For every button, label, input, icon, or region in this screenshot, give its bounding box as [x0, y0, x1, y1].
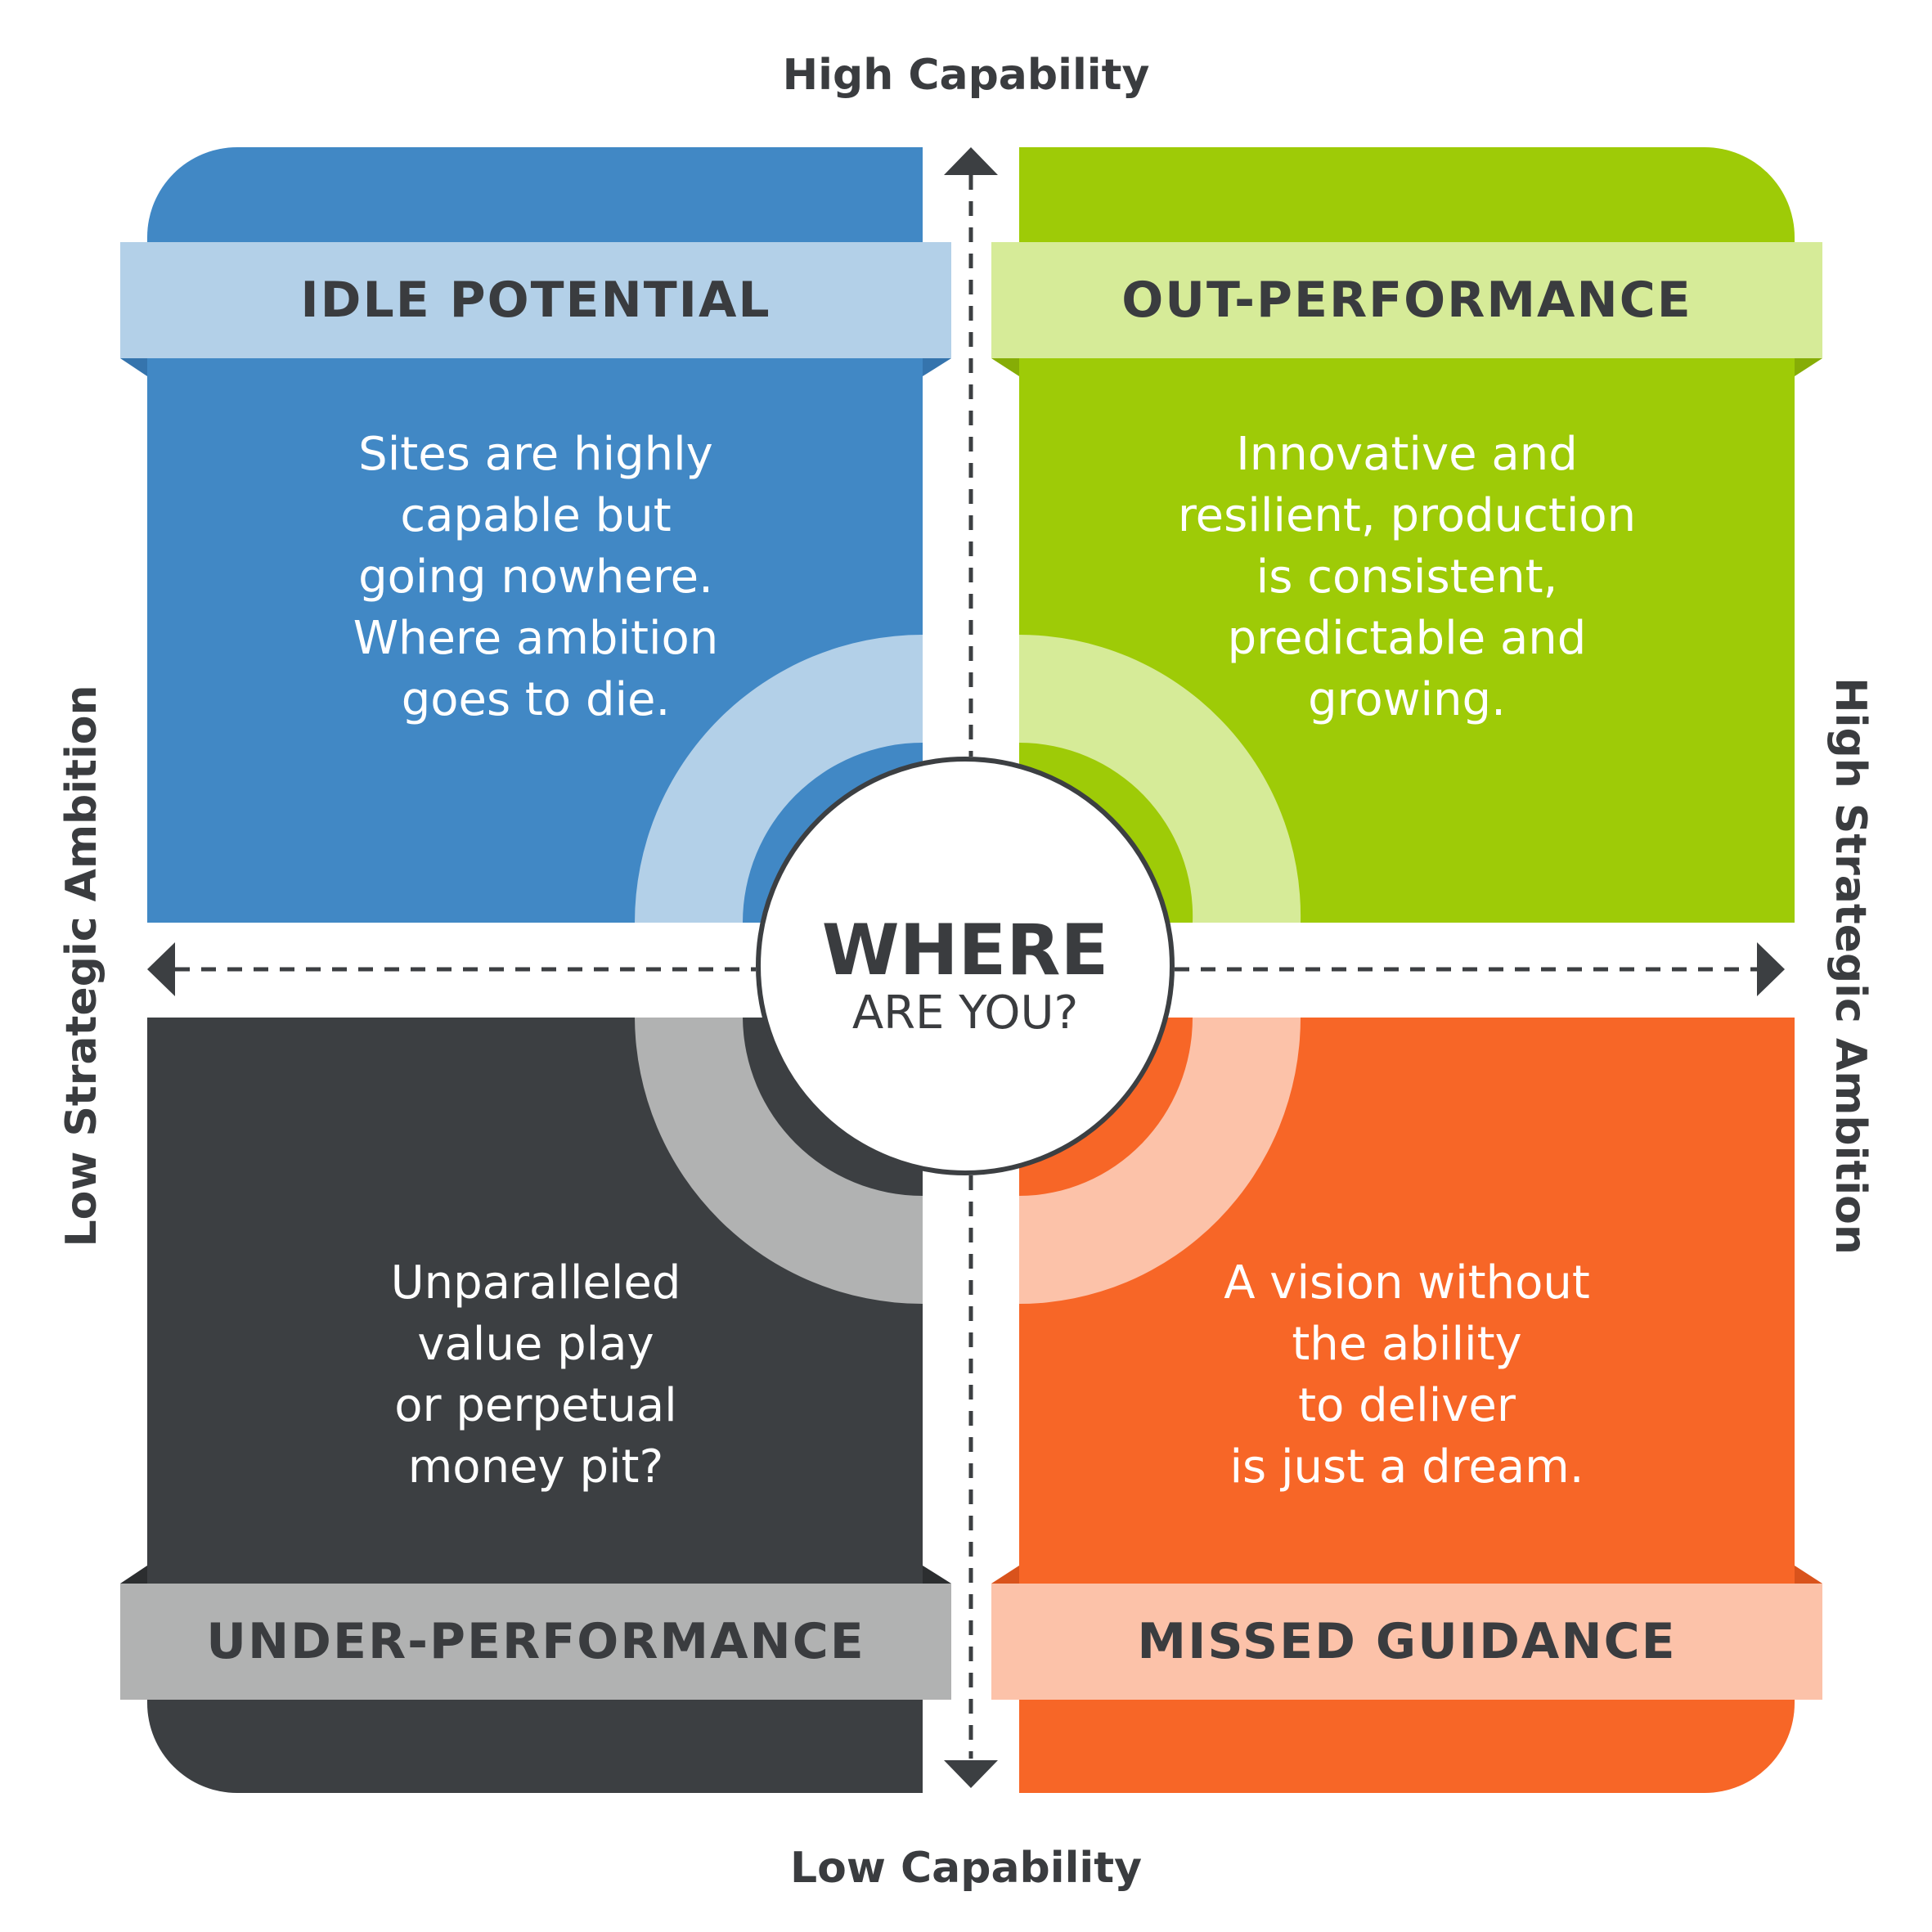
description-line: the ability [1292, 1318, 1522, 1371]
ring-segment-bottom-left [635, 1018, 923, 1304]
ring-segment-top-right [1019, 635, 1301, 923]
arrow-right-icon [1757, 942, 1785, 996]
title-idle-potential: IDLE POTENTIAL [120, 242, 951, 358]
center-subtitle: ARE YOU? [851, 986, 1079, 1040]
description-line: money pit? [407, 1440, 664, 1494]
axis-label-low-strategic-ambition: Low Strategic Ambition [57, 685, 106, 1247]
ribbon-fold-br-left [991, 1566, 1019, 1584]
axis-label-high-strategic-ambition: High Strategic Ambition [1826, 677, 1875, 1255]
description-line: A vision without [1224, 1256, 1590, 1310]
title-under-performance: UNDER-PERFORMANCE [120, 1584, 951, 1700]
description-line: Where ambition [353, 612, 719, 665]
arrow-up-icon [944, 147, 998, 175]
center-circle [756, 757, 1175, 1175]
ribbon-fold-tl-left [120, 358, 147, 376]
ring-segment-top-left [635, 635, 923, 923]
arrow-down-icon [944, 1760, 998, 1788]
ribbon-fold-bl-right [923, 1566, 951, 1584]
description-line: goes to die. [401, 673, 671, 726]
ribbon-fold-tr-right [1795, 358, 1822, 376]
description-line: capable but [400, 489, 672, 542]
title-out-performance: OUT-PERFORMANCE [991, 242, 1822, 358]
axis-label-high-capability: High Capability [782, 51, 1150, 100]
ribbon-fold-tl-right [923, 358, 951, 376]
description-line: Sites are highly [358, 428, 713, 481]
description-line: resilient, production [1177, 489, 1637, 542]
ring-segment-bottom-right [1019, 1018, 1301, 1304]
ribbon-fold-bl-left [120, 1566, 147, 1584]
ribbon-fold-tr-left [991, 358, 1019, 376]
description-line: or perpetual [394, 1379, 677, 1432]
description-line: going nowhere. [358, 550, 713, 604]
description-line: is consistent, [1256, 550, 1558, 604]
description-line: to deliver [1298, 1379, 1516, 1432]
description-line: Unparalleled [390, 1256, 681, 1310]
center-title: WHERE [821, 910, 1109, 991]
description-line: value play [417, 1318, 654, 1371]
description-line: predictable and [1227, 612, 1587, 665]
description-missed-guidance: A vision without the ability to deliver … [1153, 1252, 1660, 1498]
axis-label-low-capability: Low Capability [789, 1844, 1142, 1893]
arrow-left-icon [147, 942, 175, 996]
title-missed-guidance: MISSED GUIDANCE [991, 1584, 1822, 1700]
description-line: is just a dream. [1229, 1440, 1584, 1494]
description-idle-potential: Sites are highly capable but going nowhe… [282, 424, 789, 730]
description-out-performance: Innovative and resilient, production is … [1153, 424, 1660, 730]
description-line: growing. [1308, 673, 1506, 726]
description-under-performance: Unparalleled value play or perpetual mon… [282, 1252, 789, 1498]
ribbon-fold-br-right [1795, 1566, 1822, 1584]
description-line: Innovative and [1236, 428, 1578, 481]
